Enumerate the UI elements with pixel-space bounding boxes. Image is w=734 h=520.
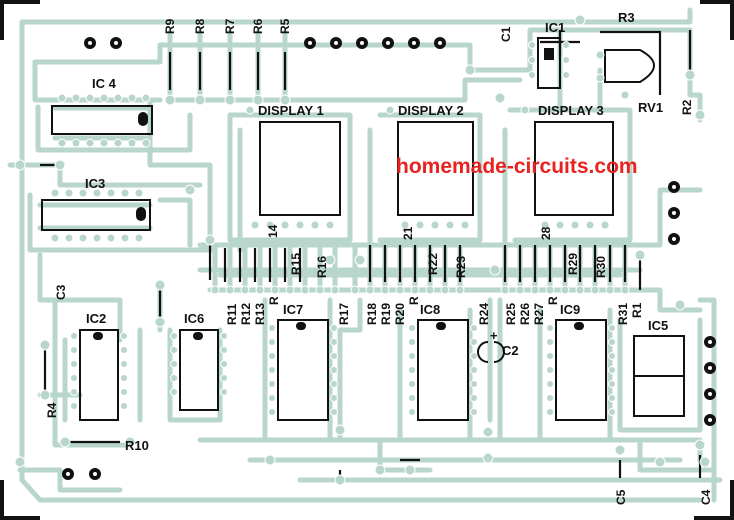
r2-label: R2: [680, 99, 694, 115]
r31-label: R31: [616, 302, 630, 325]
display3-body: [534, 121, 614, 216]
r26-label: R26: [518, 302, 532, 325]
display1-label: DISPLAY 1: [258, 103, 324, 118]
ic2-body: [79, 329, 119, 421]
pin21-label: 21: [401, 226, 415, 240]
pcb-traces: [7, 7, 723, 503]
r13-label: R13: [253, 302, 267, 325]
r25-label: R25: [504, 302, 518, 325]
ic2-label: IC2: [86, 311, 107, 326]
ic7-label: IC7: [283, 302, 304, 317]
r1-label: R1: [630, 302, 644, 318]
ic1-body: [537, 37, 561, 89]
ic6-body: [179, 329, 219, 411]
pin14-label: 14: [266, 224, 280, 238]
connector-pads: [62, 37, 716, 480]
r7-label: R7: [223, 18, 237, 34]
r3-label: R3: [618, 10, 635, 25]
c4-label: C4: [699, 489, 713, 505]
r18-label: R18: [365, 302, 379, 325]
r20-label: R20: [393, 302, 407, 325]
rv1-body: [604, 49, 655, 83]
r29-label: R29: [566, 252, 580, 275]
r19-label: R19: [379, 302, 393, 325]
solder-pads: [14, 14, 711, 486]
ic-packages: [41, 37, 685, 421]
ic9-body: [555, 319, 607, 421]
r23-label: R23: [454, 255, 468, 278]
c1-label: C1: [499, 26, 513, 42]
r24-label: R24: [477, 302, 491, 325]
connector-pad-holes: [66, 41, 712, 476]
r9-label: R9: [163, 18, 177, 34]
component-wires: [40, 30, 702, 480]
r5-label: R5: [278, 18, 292, 34]
c2-plus-label: +: [490, 328, 498, 343]
c3-label: C3: [54, 284, 68, 300]
watermark-text: homemade-circuits.com: [396, 155, 638, 178]
r12-label: R12: [239, 302, 253, 325]
r27-label: R27: [532, 302, 546, 325]
r10-label: R10: [125, 438, 149, 453]
ic1-label: IC1: [545, 20, 566, 35]
ic9-label: IC9: [560, 302, 581, 317]
display2-label: DISPLAY 2: [398, 103, 464, 118]
ic6-label: IC6: [184, 311, 205, 326]
r-label-1: R: [267, 296, 281, 305]
r-label-2: R: [407, 296, 421, 305]
r17-label: R17: [337, 302, 351, 325]
r16-label: R16: [315, 255, 329, 278]
ic3-body: [41, 199, 151, 231]
r30-label: R30: [594, 255, 608, 278]
c5-label: C5: [614, 489, 628, 505]
ic7-body: [277, 319, 329, 421]
display2-body: [397, 121, 474, 216]
display3-label: DISPLAY 3: [538, 103, 604, 118]
ic5-label: IC5: [648, 318, 669, 333]
r22-label: R22: [426, 252, 440, 275]
r8-label: R8: [193, 18, 207, 34]
r4-label: R4: [45, 402, 59, 418]
ic-notches: [93, 48, 684, 377]
pin28-label: 28: [539, 226, 553, 240]
display1-body: [259, 121, 341, 216]
ic4-body: [51, 105, 153, 135]
r-label-3: R: [546, 296, 560, 305]
ic8-body: [417, 319, 469, 421]
ic4-label: IC 4: [92, 76, 116, 91]
ic8-label: IC8: [420, 302, 441, 317]
rv1-label: RV1: [638, 100, 664, 115]
r6-label: R6: [251, 18, 265, 34]
c2-label: C2: [502, 343, 519, 358]
c2-capacitor: [477, 341, 505, 363]
r11-label: R11: [225, 303, 239, 325]
r15-label: R15: [289, 252, 303, 275]
ic3-label: IC3: [85, 176, 106, 191]
